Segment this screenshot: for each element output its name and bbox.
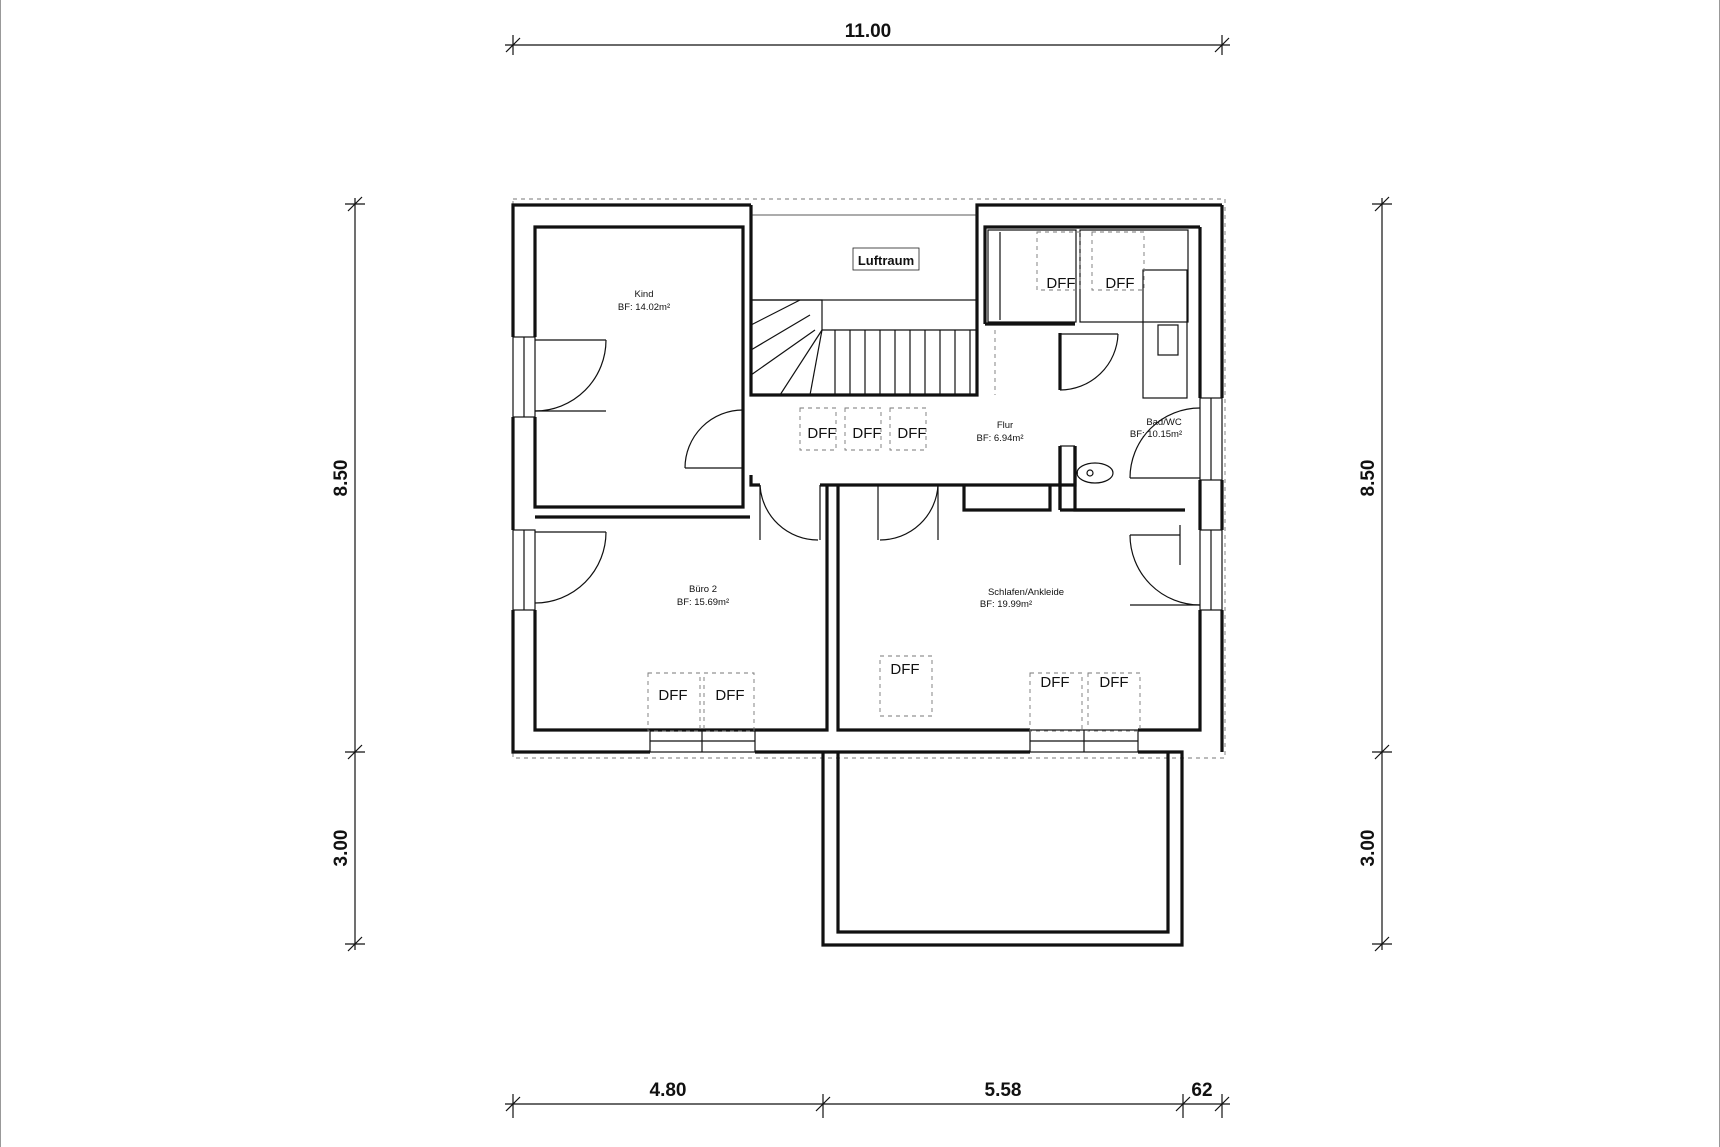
svg-text:DFF: DFF [715,687,744,704]
dim-bottom-2: 5.58 [985,1080,1022,1101]
room-buero-name: Büro 2 [689,584,717,595]
svg-text:DFF: DFF [658,687,687,704]
skylight-buero-2: DFF [703,672,755,732]
room-kind-area: BF: 14.02m² [618,302,670,313]
skylight-schlafen-3: DFF [1087,672,1141,732]
room-bad-area: BF: 10.15m² [1130,429,1182,440]
dim-bottom-3: 62 [1191,1080,1212,1101]
room-buero-area: BF: 15.69m² [677,597,729,608]
svg-text:DFF: DFF [890,661,919,678]
bathroom-fixtures [987,229,1189,484]
bathtub [1142,269,1188,399]
toilet [1076,462,1114,484]
dim-left-upper: 8.50 [331,460,352,497]
dim-right-upper: 8.50 [1358,460,1379,497]
room-schlafen-name: Schlafen/Ankleide [988,587,1064,598]
skylight-flur-2: DFF [844,407,882,451]
dimension-right: 8.50 3.00 [1358,196,1392,952]
roof-outline [512,198,1226,759]
skylight-schlafen-2: DFF [1029,672,1083,732]
staircase [750,299,996,396]
doors [534,333,1201,606]
dimension-bottom: 4.80 5.58 62 [505,1080,1230,1118]
dimension-top: 11.00 [505,21,1230,55]
luftraum-label: Luftraum [858,253,914,268]
svg-text:DFF: DFF [807,425,836,442]
skylight-buero-1: DFF [647,672,701,732]
skylights: DFF DFF DFF DFF DFF DFF DFF DFF [647,231,1145,732]
svg-text:DFF: DFF [1040,674,1069,691]
walls [511,203,1224,947]
dim-left-lower: 3.00 [331,830,352,867]
wall-windows [512,336,1223,753]
skylight-schlafen-1: DFF [879,655,933,717]
skylight-bad-2: DFF [1091,231,1145,292]
room-schlafen-area: BF: 19.99m² [980,599,1032,610]
stair-treads [750,299,971,396]
room-flur-area: BF: 6.94m² [977,433,1024,444]
room-bad-name: Bad/WC [1146,417,1182,428]
svg-text:DFF: DFF [1099,674,1128,691]
svg-text:DFF: DFF [1105,275,1134,292]
svg-text:DFF: DFF [897,425,926,442]
dim-right-lower: 3.00 [1358,830,1379,867]
svg-text:DFF: DFF [1046,275,1075,292]
room-flur-name: Flur [997,420,1013,431]
skylight-bad-1: DFF [1036,231,1081,292]
room-labels: Kind BF: 14.02m² Büro 2 BF: 15.69m² Flur… [618,289,1182,610]
dimension-left: 8.50 3.00 [331,196,365,952]
skylight-flur-1: DFF [799,407,837,451]
dim-top-total: 11.00 [845,21,892,42]
svg-text:DFF: DFF [852,425,881,442]
luftraum: Luftraum [751,214,977,271]
sink [1157,324,1179,356]
room-kind-name: Kind [634,289,653,300]
skylight-flur-3: DFF [889,407,927,451]
dim-bottom-1: 4.80 [650,1080,687,1101]
